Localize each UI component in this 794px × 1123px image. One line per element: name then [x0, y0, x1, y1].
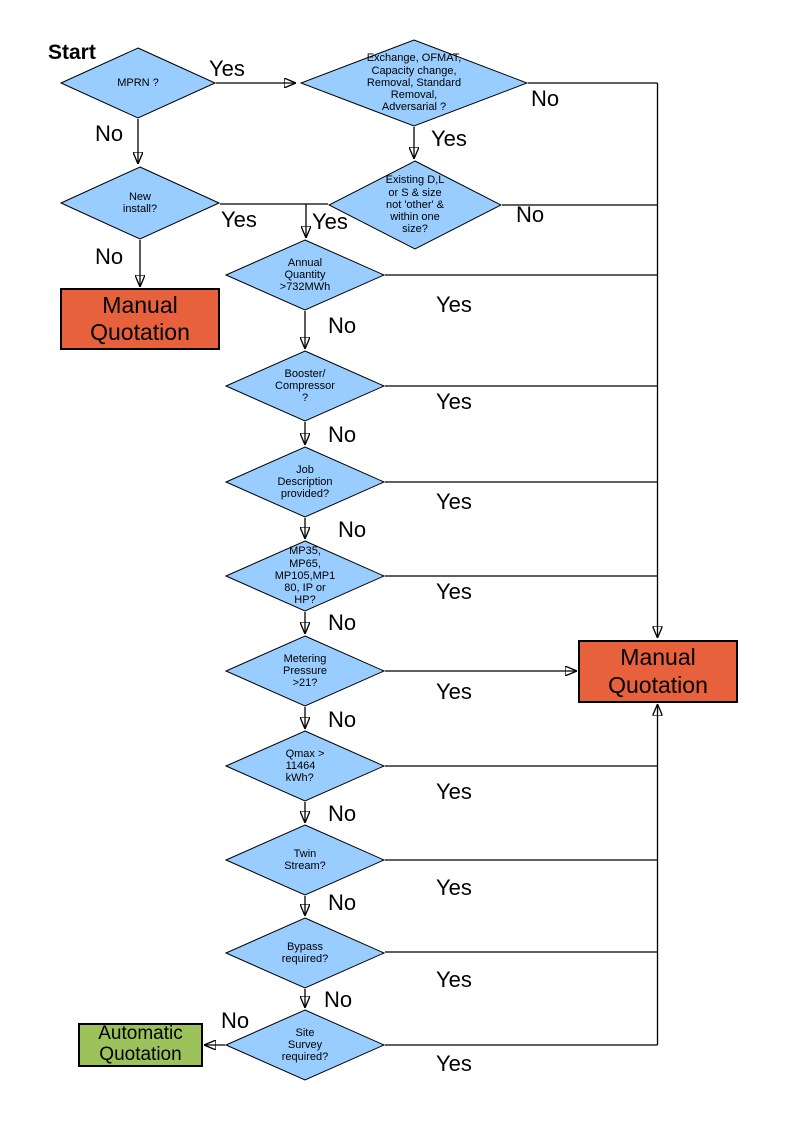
decision-existing-size: Existing D,L or S & size not 'other' & w…	[328, 160, 502, 250]
terminal-automatic-quotation-label: Automatic Quotation	[98, 1023, 183, 1065]
edge-label-annual-yes: Yes	[436, 292, 472, 317]
terminal-automatic-quotation: Automatic Quotation	[78, 1023, 203, 1067]
terminal-manual-quotation-left: Manual Quotation	[60, 288, 220, 350]
edge-label-job-no: No	[338, 517, 367, 542]
edge-label-bypass-yes: Yes	[436, 967, 472, 992]
terminal-manual-quotation-left-label: Manual Quotation	[90, 291, 190, 345]
decision-mprn: MPRN ?	[60, 47, 216, 119]
decision-annual-quantity-label: Annual Quantity >732MWh	[279, 256, 331, 294]
edge-label-job-yes: Yes	[436, 489, 472, 514]
edge-label-mprn-yes: Yes	[209, 56, 245, 81]
start-label: Start	[48, 41, 96, 64]
diamond-shape	[225, 635, 385, 707]
decision-new-install: New install?	[60, 166, 220, 240]
edge-label-annual-no: No	[328, 313, 357, 338]
decision-qmax-label: Qmax > 11464 kWh?	[285, 747, 325, 785]
diamond-shape	[300, 39, 528, 127]
edge-label-site-survey-yes: Yes	[436, 1051, 472, 1076]
edge-label-existing-no: No	[516, 202, 545, 227]
diamond-shape	[225, 917, 385, 989]
edge-label-qmax-no: No	[328, 801, 357, 826]
edge-label-site-survey-no: No	[221, 1008, 250, 1033]
diamond-shape	[60, 166, 220, 240]
edge-label-mprn-no: No	[95, 121, 124, 146]
decision-pressure-tier: MP35, MP65, MP105,MP1 80, IP or HP?	[225, 540, 385, 612]
edge-label-booster-no: No	[328, 422, 357, 447]
edge-label-booster-yes: Yes	[436, 389, 472, 414]
decision-existing-size-label: Existing D,L or S & size not 'other' & w…	[385, 174, 445, 236]
edge-label-exchange-yes: Yes	[431, 126, 467, 151]
decision-booster-compressor: Booster/ Compressor ?	[225, 350, 385, 422]
edge-label-qmax-yes: Yes	[436, 779, 472, 804]
edge-label-existing-yes: Yes	[312, 209, 348, 234]
decision-metering-pressure-label: Metering Pressure >21?	[282, 652, 328, 690]
decision-exchange-label: Exchange, OFMAT, Capacity change, Remova…	[366, 52, 462, 114]
terminal-manual-quotation-right-label: Manual Quotation	[608, 644, 708, 698]
decision-site-survey-label: Site Survey required?	[281, 1026, 329, 1064]
decision-mprn-label: MPRN ?	[117, 76, 159, 89]
decision-annual-quantity: Annual Quantity >732MWh	[225, 239, 385, 311]
decision-pressure-tier-label: MP35, MP65, MP105,MP1 80, IP or HP?	[274, 545, 336, 607]
decision-exchange: Exchange, OFMAT, Capacity change, Remova…	[300, 39, 528, 127]
edge-label-pressure-tier-yes: Yes	[436, 579, 472, 604]
decision-qmax: Qmax > 11464 kWh?	[225, 730, 385, 802]
decision-twin-stream: Twin Stream?	[225, 824, 385, 896]
edge-label-metering-no: No	[328, 707, 357, 732]
decision-job-description-label: Job Description provided?	[277, 463, 333, 501]
decision-metering-pressure: Metering Pressure >21?	[225, 635, 385, 707]
edge-label-metering-yes: Yes	[436, 679, 472, 704]
edge-label-twin-no: No	[328, 890, 357, 915]
diamond-shape	[225, 824, 385, 896]
diamond-shape	[225, 1009, 385, 1081]
decision-site-survey: Site Survey required?	[225, 1009, 385, 1081]
decision-booster-compressor-label: Booster/ Compressor ?	[275, 367, 335, 405]
decision-bypass-label: Bypass required?	[281, 940, 329, 965]
edge-label-pressure-tier-no: No	[328, 610, 357, 635]
decision-bypass: Bypass required?	[225, 917, 385, 989]
decision-twin-stream-label: Twin Stream?	[284, 847, 326, 872]
edge-label-new-install-yes: Yes	[221, 207, 257, 232]
decision-new-install-label: New install?	[122, 190, 158, 215]
diamond-shape	[225, 730, 385, 802]
decision-job-description: Job Description provided?	[225, 446, 385, 518]
diamond-shape	[225, 446, 385, 518]
edge-label-twin-yes: Yes	[436, 875, 472, 900]
diamond-shape	[225, 350, 385, 422]
diamond-shape	[60, 47, 216, 119]
edge-label-new-install-no: No	[95, 244, 124, 269]
diamond-shape	[225, 540, 385, 612]
diamond-shape	[328, 160, 502, 250]
terminal-manual-quotation-right: Manual Quotation	[578, 640, 738, 703]
edge-label-exchange-no: No	[531, 86, 560, 111]
diamond-shape	[225, 239, 385, 311]
edge-label-bypass-no: No	[324, 987, 353, 1012]
